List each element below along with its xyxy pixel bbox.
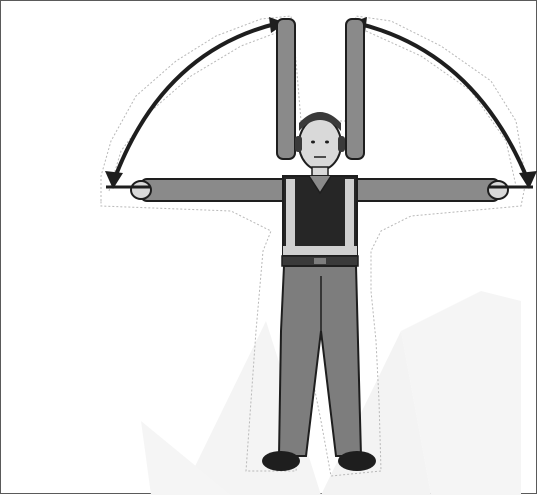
raised-arm-right — [346, 19, 364, 159]
trousers — [279, 266, 361, 456]
head — [295, 112, 345, 177]
shoes — [262, 451, 376, 471]
right-arc-arrow — [350, 17, 537, 189]
torso-vest — [283, 176, 357, 256]
extended-arm-right — [351, 179, 533, 201]
raised-arm-left — [277, 19, 295, 159]
extended-arm-left — [106, 179, 289, 201]
belt — [282, 256, 358, 266]
